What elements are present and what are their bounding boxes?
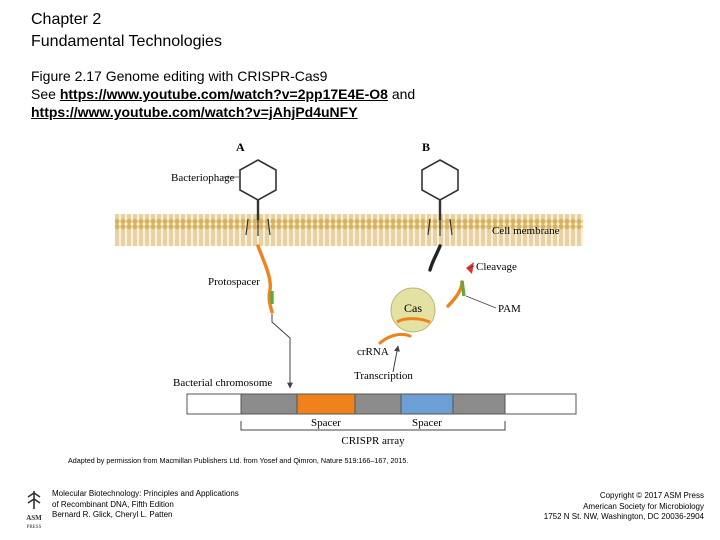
crrna-label: crRNA — [357, 346, 389, 358]
bacteriophage-b — [421, 159, 459, 236]
cleavage-label: Cleavage — [476, 261, 517, 273]
video-link-1[interactable]: https://www.youtube.com/watch?v=2pp17E4E… — [59, 86, 388, 102]
copyright-line: Copyright © 2017 ASM Press — [599, 491, 704, 500]
publisher-line: American Society for Microbiology — [583, 501, 704, 511]
spacer-label-1: Spacer — [311, 417, 341, 429]
credit-line: Adapted by permission from Macmillan Pub… — [68, 456, 409, 465]
book-authors-line: Bernard R. Glick, Cheryl L. Patten — [52, 510, 173, 519]
protospacer-dna-b — [446, 280, 464, 308]
asm-press-logo: ASM PRESS — [23, 489, 45, 531]
and-word: and — [391, 86, 416, 102]
transcription-label: Transcription — [354, 370, 413, 382]
protospacer-dna-a — [256, 244, 274, 314]
bacteriophage-label: Bacteriophage — [171, 172, 235, 184]
spacer-label-2: Spacer — [412, 417, 442, 429]
video-link-2[interactable]: https://www.youtube.com/watch?v=jAhjPd4u… — [31, 104, 358, 120]
svg-text:ASM: ASM — [26, 514, 42, 522]
see-line: See https://www.youtube.com/watch?v=2pp1… — [31, 85, 415, 103]
see-prefix: See — [31, 86, 56, 102]
crrna-in-cas — [396, 317, 431, 324]
integration-arrow — [271, 314, 293, 389]
book-edition-line: of Recombinant DNA, Fifth Edition — [52, 499, 174, 509]
crispr-array-label: CRISPR array — [341, 435, 405, 447]
cell-membrane — [115, 214, 583, 246]
chapter-title: Fundamental Technologies — [31, 33, 222, 50]
crrna-arrow — [392, 345, 400, 373]
crispr-array-bracket — [240, 421, 506, 431]
cas-label: Cas — [404, 301, 422, 315]
cleaved-dna-b — [428, 244, 442, 272]
bacteriophage-a — [239, 159, 277, 236]
bacterial-chromosome-label: Bacterial chromosome — [173, 377, 272, 389]
pam-segment-b — [460, 280, 466, 297]
copyright-info: Copyright © 2017 ASM Press American Soci… — [544, 491, 704, 523]
cleavage-pointer — [468, 265, 475, 269]
pam-label: PAM — [498, 303, 521, 315]
panel-a-label: A — [236, 140, 245, 154]
address-line: 1752 N St. NW, Washington, DC 20036-2904 — [543, 512, 704, 521]
chapter-label: Chapter 2 — [31, 11, 102, 28]
figure-caption: Figure 2.17 Genome editing with CRISPR-C… — [31, 68, 328, 84]
pam-pointer — [465, 295, 497, 309]
protospacer-label: Protospacer — [208, 276, 260, 288]
chromosome-bar — [186, 393, 577, 415]
crrna-transcript — [378, 332, 412, 345]
book-info: Molecular Biotechnology: Principles and … — [52, 489, 239, 521]
svg-text:PRESS: PRESS — [27, 525, 42, 530]
cell-membrane-label: Cell membrane — [492, 225, 560, 237]
panel-b-label: B — [422, 140, 430, 154]
see-line-2: https://www.youtube.com/watch?v=jAhjPd4u… — [31, 103, 358, 121]
book-title-line: Molecular Biotechnology: Principles and … — [52, 489, 239, 498]
